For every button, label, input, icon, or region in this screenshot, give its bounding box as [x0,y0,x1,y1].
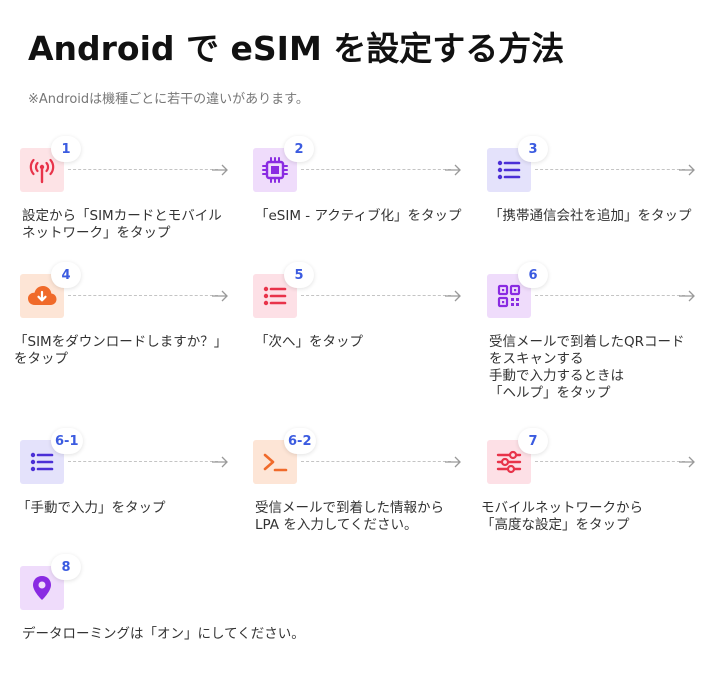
dashed-connector [535,295,685,296]
step-number-badge: 7 [518,428,548,454]
step-number-badge: 5 [284,262,314,288]
list-icon [20,440,64,484]
step-text: 「SIMをダウンロードしますか？」 をタップ [14,334,228,367]
step-number-badge: 6-1 [51,428,83,454]
step-text: 「手動で入力」をタップ [17,500,166,516]
page-title: Android で eSIM を設定する方法 [28,29,565,68]
step-text: 受信メールで到着した情報から LPA を入力してください。 [255,500,444,533]
dashed-connector [301,169,451,170]
step-number-badge: 4 [51,262,81,288]
chip-icon [253,148,297,192]
device-note: ※Androidは機種ごとに若干の違いがあります。 [28,92,309,107]
arrow-right-icon [212,164,228,176]
arrow-right-icon [212,456,228,468]
arrow-right-icon [445,290,461,302]
arrow-right-icon [445,456,461,468]
arrow-right-icon [679,164,695,176]
step-number-badge: 8 [51,554,81,580]
location-pin-icon [20,566,64,610]
step-number-badge: 6-2 [284,428,316,454]
dashed-connector [535,169,685,170]
step-text: 受信メールで到着したQRコード をスキャンする 手動で入力するときは 「ヘルプ」… [489,334,685,401]
dashed-connector [535,461,685,462]
arrow-right-icon [679,456,695,468]
dashed-connector [68,461,218,462]
step-text: 「携帯通信会社を追加」をタップ [489,208,692,224]
step-text: 「次へ」をタップ [255,334,363,350]
arrow-right-icon [445,164,461,176]
step-text: データローミングは「オン」にしてください。 [22,626,305,642]
step-number-badge: 2 [284,136,314,162]
dashed-connector [301,461,451,462]
sliders-icon [487,440,531,484]
dashed-connector [68,169,218,170]
step-text: モバイルネットワークから 「高度な設定」をタップ [481,500,643,533]
step-number-badge: 3 [518,136,548,162]
dashed-connector [68,295,218,296]
arrow-right-icon [212,290,228,302]
step-number-badge: 6 [518,262,548,288]
step-number-badge: 1 [51,136,81,162]
step-text: 設定から「SIMカードとモバイル ネットワーク」をタップ [22,208,222,241]
step-text: 「eSIM - アクティブ化」をタップ [255,208,462,224]
dashed-connector [301,295,451,296]
arrow-right-icon [679,290,695,302]
